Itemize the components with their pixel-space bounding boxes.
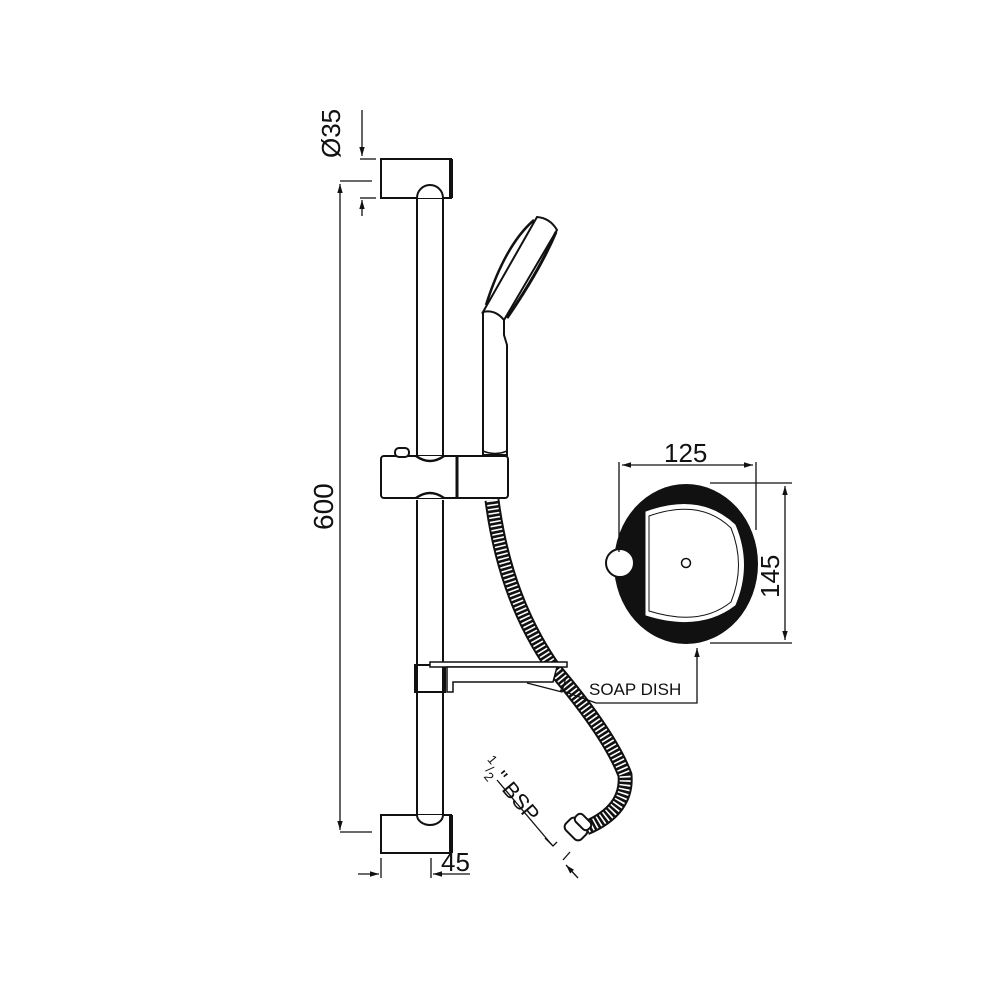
soap-dish-label: SOAP DISH: [589, 680, 682, 699]
soap-dish-top: [605, 484, 758, 644]
diameter-dimension: [359, 110, 376, 216]
depth-label: 145: [755, 554, 785, 598]
bsp-dimension: [496, 779, 579, 879]
shower-hose: [484, 499, 633, 842]
hose-nut: [563, 812, 593, 842]
hand-shower: [480, 215, 559, 456]
soap-dish-leader: [559, 648, 700, 704]
top-wall-bracket: [380, 158, 453, 199]
soap-dish-depth-dimension: [710, 482, 792, 644]
diameter-label: Ø35: [316, 108, 346, 158]
rail-slider: [380, 447, 509, 500]
width-label: 125: [664, 438, 708, 468]
bottom-wall-bracket: [380, 814, 453, 854]
soap-dish-width-dimension: [618, 462, 757, 552]
slide-rail: [416, 198, 444, 815]
projection-label: 45: [441, 847, 470, 877]
length-dimension: [337, 180, 372, 833]
projection-dimension: [358, 858, 470, 878]
soap-dish-side: [414, 661, 568, 693]
length-label: 600: [308, 483, 339, 530]
